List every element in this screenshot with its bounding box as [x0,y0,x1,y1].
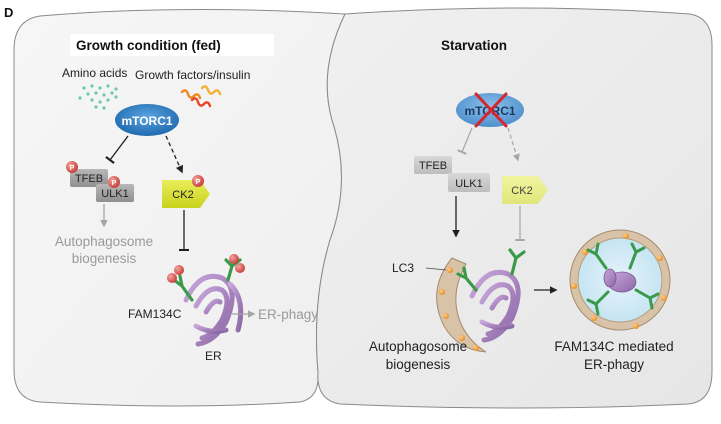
right-tfeb-box [414,156,452,174]
mtorc1-label: mTORC1 [121,114,172,128]
ulk1-box [96,184,134,202]
ulk1-phospho [108,176,120,188]
right-tfeb-label: TFEB [419,160,447,172]
tfeb-phospho [66,161,78,173]
right-autophagosome-line1: Autophagosome [369,339,467,354]
left-autophagosome-line1: Autophagosome [55,234,153,249]
ck2-phospho-label: P [196,179,201,186]
engulfed-er-fragment [603,268,637,293]
left-title: Growth condition (fed) [76,38,221,53]
lc3-dots [439,267,479,351]
tfeb-box [70,169,108,187]
tfeb-phospho-label: P [70,165,75,172]
ck2-phospho [192,175,204,187]
fam134c-label: FAM134C [128,307,182,321]
lc3-label: LC3 [392,261,414,275]
lc3-pointer [425,267,447,271]
right-fam134c-proteins [456,248,526,292]
ulk1-label: ULK1 [101,188,129,200]
right-mtorc1-inhibition-line [457,127,473,155]
tfeb-label: TFEB [75,173,103,185]
right-ulk1-label: ULK1 [455,178,483,190]
ulk1-phospho-label: P [112,180,117,187]
result-line1: FAM134C mediated [554,339,673,354]
engulfed-fam134c-proteins [586,242,660,316]
right-mtorc1-ck2-dashed-line [507,127,520,162]
left-er-phagy-label: ER-phagy [258,307,318,322]
growth-factor-squiggles [180,85,222,108]
right-ck2-label: CK2 [511,185,532,197]
ck2-label: CK2 [172,189,193,201]
mtorc1-inactive-cross-icon [474,92,508,128]
er-label: ER [205,349,222,363]
left-er-membrane [183,273,244,347]
amino-acid-dots [78,84,118,110]
left-title-bg [70,34,274,56]
mtorc1-inhibits-ulk1-line [105,135,129,164]
right-ck2-box [502,176,548,204]
phagophore-membrane [436,257,487,353]
left-fam134c-phospho [167,254,245,283]
right-er-membrane [469,269,521,343]
amino-acids-label: Amino acids [62,66,127,80]
result-line2: ER-phagy [584,357,644,372]
panel-letter: D [4,5,13,20]
right-title: Starvation [441,38,507,53]
right-autophagosome-line2: biogenesis [386,357,451,372]
left-autophagosome-line2: biogenesis [72,251,137,266]
autophagosome-lc3-dots [571,233,667,329]
mtorc1-complex [115,104,179,136]
growth-factors-label: Growth factors/insulin [135,68,250,82]
right-ulk1-box [448,173,490,192]
